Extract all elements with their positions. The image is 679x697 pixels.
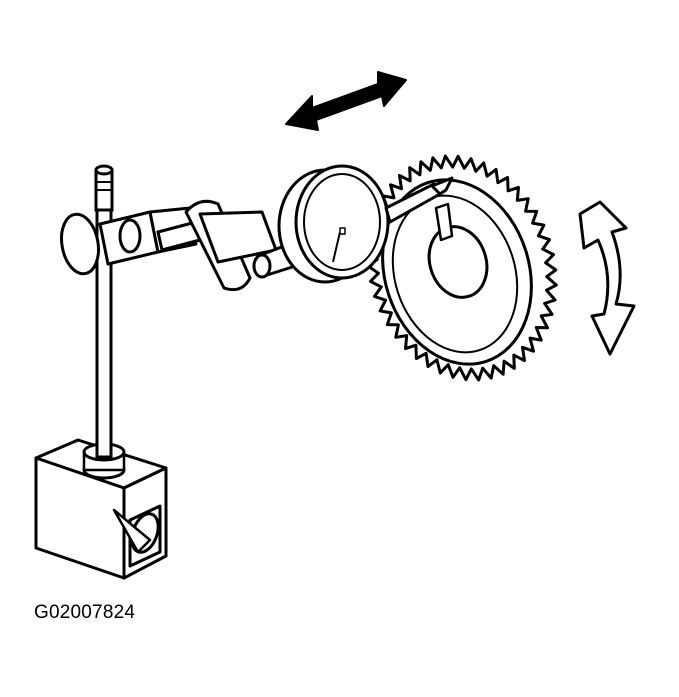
dial-indicator bbox=[252, 164, 454, 284]
figure-code: G02007824 bbox=[34, 602, 135, 623]
timing-sprocket bbox=[366, 154, 558, 382]
rotation-motion-arrow bbox=[578, 200, 636, 356]
vertical-post bbox=[94, 164, 114, 459]
sprocket-keyway bbox=[434, 202, 454, 242]
dial-pointer bbox=[332, 231, 341, 263]
axial-motion-arrow bbox=[285, 71, 407, 131]
clamp-knob bbox=[60, 212, 100, 276]
magnetic-base bbox=[34, 438, 168, 580]
